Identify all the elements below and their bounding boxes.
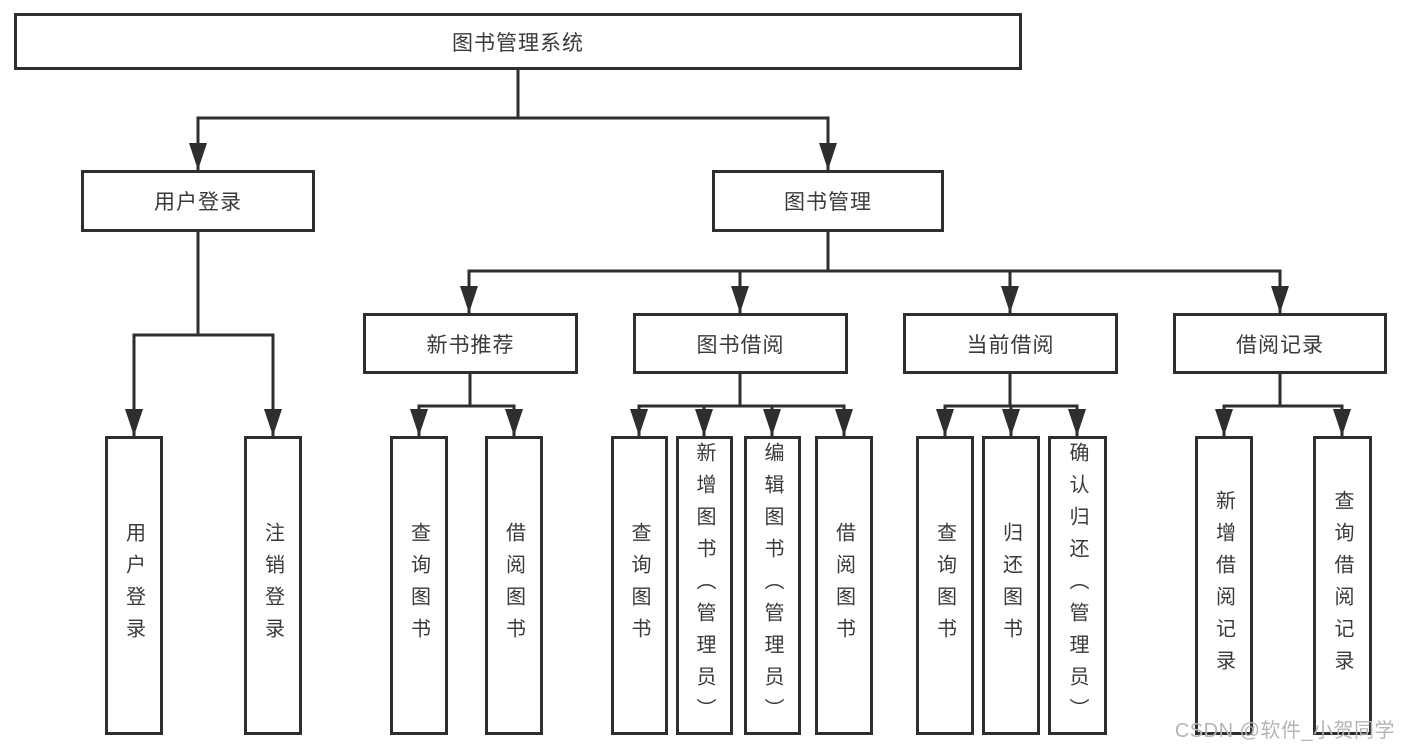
leaf-nb-query-books: 查询图书 bbox=[390, 436, 448, 735]
node-current-borrow: 当前借阅 bbox=[903, 313, 1118, 374]
leaf-bb-query-books: 查询图书 bbox=[611, 436, 668, 735]
leaf-cb-confirm-return-admin: 确认归还（管理员） bbox=[1048, 436, 1107, 735]
node-library-management-system: 图书管理系统 bbox=[14, 13, 1022, 70]
csdn-watermark: CSDN @软件_小贺同学 bbox=[1174, 720, 1395, 742]
node-book-management: 图书管理 bbox=[712, 170, 944, 232]
node-borrow-records: 借阅记录 bbox=[1173, 313, 1387, 374]
leaf-br-query-record: 查询借阅记录 bbox=[1313, 436, 1372, 735]
node-user-login: 用户登录 bbox=[81, 170, 315, 232]
leaf-br-add-record: 新增借阅记录 bbox=[1195, 436, 1253, 735]
leaf-nb-borrow-books: 借阅图书 bbox=[485, 436, 543, 735]
node-book-borrow: 图书借阅 bbox=[633, 313, 848, 374]
leaf-cb-query-books: 查询图书 bbox=[916, 436, 974, 735]
leaf-logout: 注销登录 bbox=[244, 436, 302, 735]
leaf-cb-return-book: 归还图书 bbox=[982, 436, 1040, 735]
leaf-bb-edit-book-admin: 编辑图书（管理员） bbox=[744, 436, 801, 735]
node-new-book-recommend: 新书推荐 bbox=[363, 313, 578, 374]
leaf-user-login: 用户登录 bbox=[105, 436, 163, 735]
leaf-bb-add-book-admin: 新增图书（管理员） bbox=[676, 436, 733, 735]
leaf-bb-borrow-books: 借阅图书 bbox=[815, 436, 873, 735]
